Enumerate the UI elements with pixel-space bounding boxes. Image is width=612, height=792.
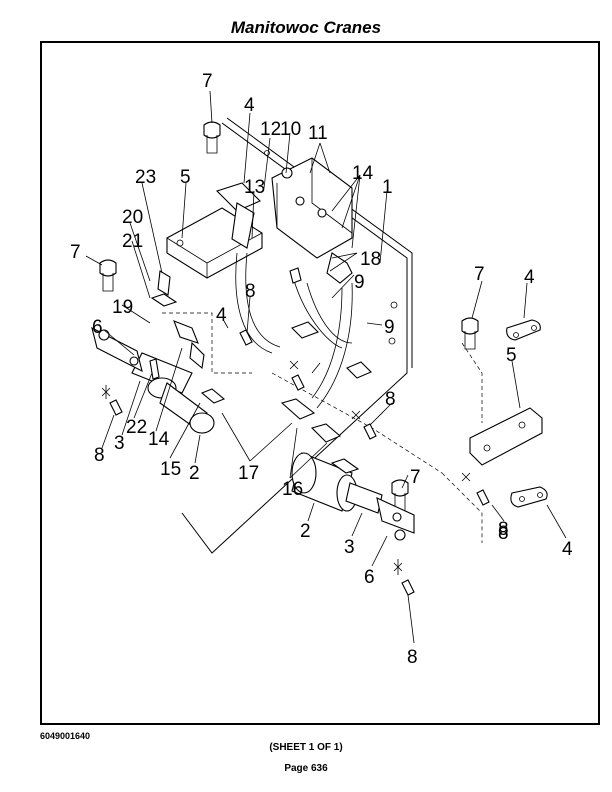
callout: 10 xyxy=(280,119,301,140)
upper-link xyxy=(215,182,261,249)
clamps xyxy=(289,267,372,379)
callout: 3 xyxy=(344,537,355,558)
callout: 8 xyxy=(245,281,256,302)
callout: 3 xyxy=(114,433,125,454)
lower-fittings xyxy=(200,388,360,474)
callout: 4 xyxy=(562,539,573,560)
callout: 5 xyxy=(506,345,517,366)
manifold-block xyxy=(271,157,353,284)
diagram-frame: 7 4 12 10 11 14 1 23 5 13 20 18 7 21 9 8… xyxy=(40,41,600,725)
parts-diagram: 7 4 12 10 11 14 1 23 5 13 20 18 7 21 9 8… xyxy=(70,71,573,668)
callout: 6 xyxy=(364,567,375,588)
callout: 19 xyxy=(112,297,133,318)
screws xyxy=(109,329,490,596)
callout: 14 xyxy=(148,429,170,450)
callout: 4 xyxy=(244,95,255,116)
callout: 23 xyxy=(135,167,156,188)
callout-labels: 7 4 12 10 11 14 1 23 5 13 20 18 7 21 9 8… xyxy=(70,71,573,668)
callout: 8 xyxy=(94,445,105,466)
callout: 7 xyxy=(410,467,421,488)
callout: 4 xyxy=(524,267,535,288)
spark-marks xyxy=(101,360,471,575)
page-header: Manitowoc Cranes xyxy=(230,18,382,37)
callout: 1 xyxy=(382,177,393,198)
callout: 9 xyxy=(354,272,365,293)
callout: 4 xyxy=(216,305,227,326)
callout: 20 xyxy=(122,207,143,228)
callout: 13 xyxy=(244,177,265,198)
callout: 21 xyxy=(122,231,143,252)
callout: 12 xyxy=(260,119,281,140)
callout: 8 xyxy=(385,389,396,410)
callout: 8 xyxy=(407,647,418,668)
callout: 2 xyxy=(189,463,200,484)
callout: 2 xyxy=(300,521,311,542)
callout: 11 xyxy=(308,123,328,144)
callout: 18 xyxy=(360,249,381,270)
callout: 22 xyxy=(126,417,147,438)
callout: 17 xyxy=(238,463,259,484)
callout: 8 xyxy=(498,523,509,544)
callout: 15 xyxy=(160,459,181,480)
page-number: Page 636 xyxy=(284,763,328,774)
left-cylinder xyxy=(91,326,215,434)
callout: 16 xyxy=(282,479,303,500)
middle-fittings xyxy=(149,270,205,380)
callout: 7 xyxy=(474,264,485,285)
lower-cylinder xyxy=(291,452,415,541)
document-number: 6049001640 xyxy=(40,731,91,741)
callout: 9 xyxy=(384,317,395,338)
callout: 7 xyxy=(70,242,81,263)
leader-lines xyxy=(85,90,567,644)
sheet-label: (SHEET 1 OF 1) xyxy=(269,742,343,753)
callout: 5 xyxy=(180,167,191,188)
right-bracket xyxy=(469,319,548,508)
callout: 8 xyxy=(498,519,509,540)
callout: 7 xyxy=(202,71,213,92)
callout: 14 xyxy=(352,163,374,184)
callout: 6 xyxy=(92,317,103,338)
